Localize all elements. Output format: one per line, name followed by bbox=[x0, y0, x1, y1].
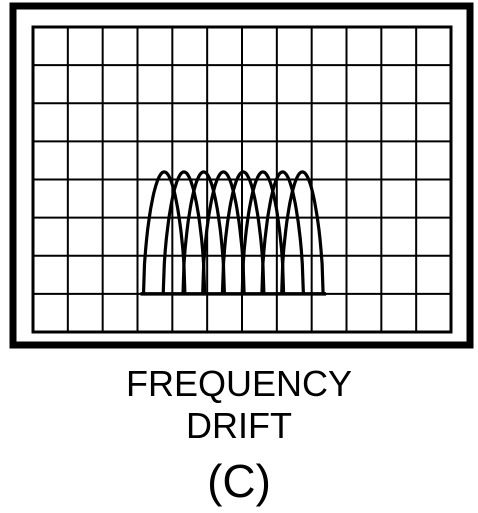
graticule-grid bbox=[31, 25, 453, 334]
display-outer-frame bbox=[9, 2, 474, 349]
signal-trace-group bbox=[140, 170, 327, 296]
sweep-trace bbox=[181, 170, 226, 294]
sweep-trace bbox=[260, 170, 305, 294]
sweep-trace bbox=[141, 170, 187, 294]
sweep-trace bbox=[220, 170, 266, 294]
oscilloscope-display bbox=[9, 2, 474, 349]
sweep-trace bbox=[201, 170, 246, 294]
sweep-trace bbox=[240, 170, 286, 294]
caption-drift: DRIFT bbox=[186, 405, 292, 446]
sweep-trace bbox=[280, 170, 325, 294]
caption-frequency: FREQUENCY bbox=[125, 363, 353, 404]
sweep-trace bbox=[161, 170, 207, 294]
panel-label: (C) bbox=[207, 455, 271, 507]
